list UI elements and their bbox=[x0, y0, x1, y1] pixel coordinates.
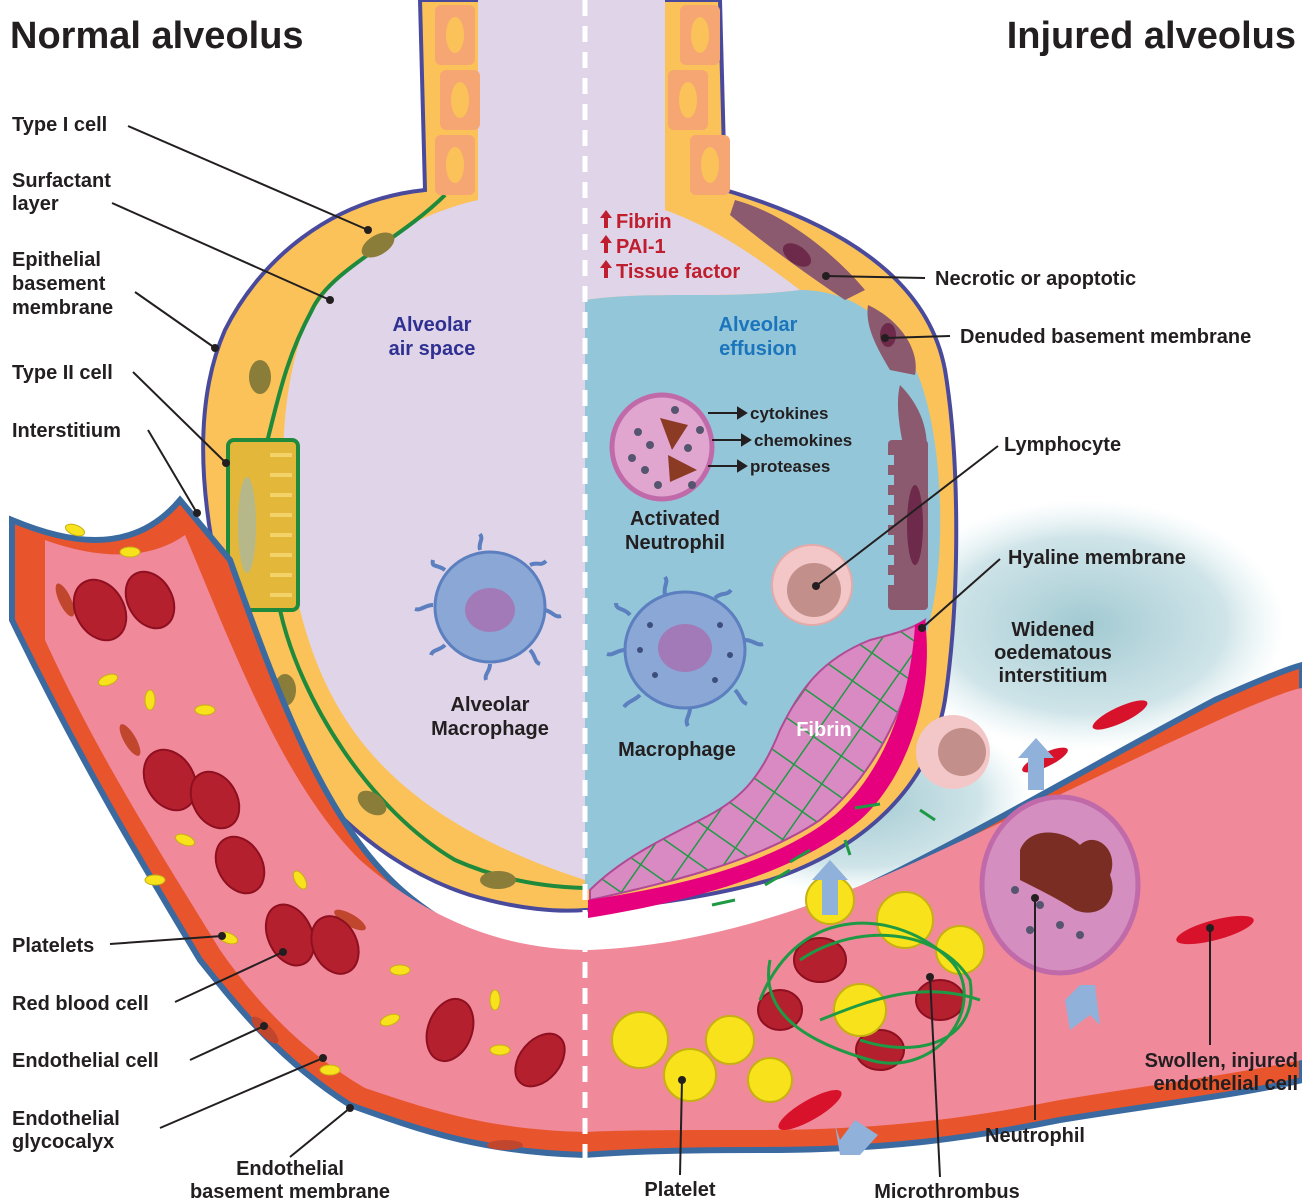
label-chemokines: chemokines bbox=[754, 431, 852, 450]
label-hyaline: Hyaline membrane bbox=[1008, 547, 1186, 569]
label-type-ii-cell: Type II cell bbox=[12, 362, 113, 384]
label-widened-3: interstitium bbox=[999, 665, 1108, 687]
migrating-lymphocyte bbox=[916, 715, 990, 789]
label-proteases: proteases bbox=[750, 457, 830, 476]
label-type-i-cell: Type I cell bbox=[12, 114, 107, 136]
label-alv-macrophage-1: Alveolar bbox=[451, 694, 530, 716]
label-air-space-1: Alveolar bbox=[393, 314, 472, 336]
label-swollen-1: Swollen, injured bbox=[1145, 1050, 1298, 1072]
label-swollen-2: endothelial cell bbox=[1154, 1073, 1298, 1095]
label-glycocalyx-1: Endothelial bbox=[12, 1108, 120, 1130]
label-endothelial-cell: Endothelial cell bbox=[12, 1050, 159, 1072]
label-effusion-1: Alveolar bbox=[719, 314, 798, 336]
marker-tissue-factor: Tissue factor bbox=[616, 261, 740, 283]
label-lymphocyte: Lymphocyte bbox=[1004, 434, 1121, 456]
label-ebm-2: basement bbox=[12, 273, 106, 295]
neutrophil bbox=[982, 797, 1138, 973]
label-effusion-2: effusion bbox=[719, 338, 797, 360]
label-air-space-2: air space bbox=[389, 338, 476, 360]
label-cytokines: cytokines bbox=[750, 404, 828, 423]
label-act-neutrophil-2: Neutrophil bbox=[625, 532, 725, 554]
label-ebm-3: membrane bbox=[12, 297, 113, 319]
label-widened-2: oedematous bbox=[994, 642, 1112, 664]
label-glycocalyx-2: glycocalyx bbox=[12, 1131, 114, 1153]
label-endo-bm-1: Endothelial bbox=[236, 1158, 344, 1180]
label-act-neutrophil-1: Activated bbox=[630, 508, 720, 530]
label-surfactant-1: Surfactant bbox=[12, 170, 111, 192]
label-platelet: Platelet bbox=[644, 1179, 715, 1201]
title-normal: Normal alveolus bbox=[10, 15, 304, 57]
label-red-blood-cell: Red blood cell bbox=[12, 993, 149, 1015]
activated-neutrophil bbox=[612, 395, 712, 499]
label-interstitium: Interstitium bbox=[12, 420, 121, 442]
label-ebm-1: Epithelial bbox=[12, 249, 101, 271]
label-widened-1: Widened bbox=[1011, 619, 1094, 641]
title-injured: Injured alveolus bbox=[1007, 15, 1296, 57]
label-neutrophil: Neutrophil bbox=[985, 1125, 1085, 1147]
lymphocyte bbox=[772, 545, 852, 625]
label-fibrin: Fibrin bbox=[796, 719, 852, 741]
label-microthrombus: Microthrombus bbox=[874, 1181, 1020, 1202]
marker-pai1: PAI-1 bbox=[616, 236, 666, 258]
label-macrophage: Macrophage bbox=[618, 739, 736, 761]
marker-fibrin: Fibrin bbox=[616, 211, 672, 233]
label-surfactant-2: layer bbox=[12, 193, 59, 215]
label-necrotic: Necrotic or apoptotic bbox=[935, 268, 1136, 290]
label-platelets: Platelets bbox=[12, 935, 94, 957]
label-denuded: Denuded basement membrane bbox=[960, 326, 1251, 348]
label-endo-bm-2: basement membrane bbox=[190, 1181, 390, 1202]
label-alv-macrophage-2: Macrophage bbox=[431, 718, 549, 740]
